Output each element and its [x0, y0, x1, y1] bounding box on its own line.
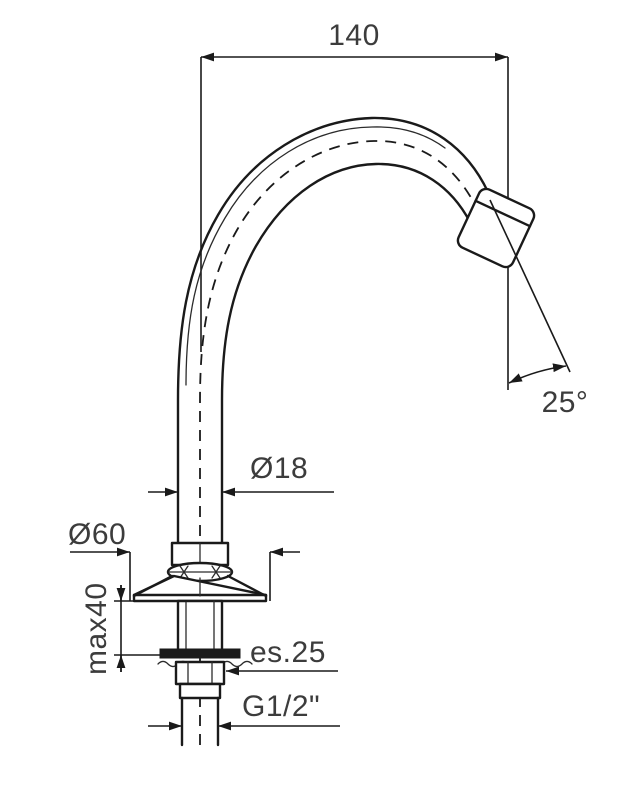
dimension-label-thread: G1/2" [242, 690, 320, 723]
ring-knurl-marks [179, 565, 221, 579]
dimension-shank-thickness: es.25 [226, 636, 338, 676]
lock-nut [174, 660, 226, 686]
dimension-outlet-angle: 25° [489, 199, 589, 419]
flat-washer [159, 648, 241, 659]
base-assembly [132, 541, 268, 747]
dimension-overall-reach: 140 [200, 19, 509, 390]
flange-right-slope [226, 574, 268, 598]
flange-left-slope [132, 574, 174, 598]
angle-arc-25 [508, 363, 567, 384]
dimension-label-d18: Ø18 [250, 452, 308, 485]
aerator-outlet [456, 187, 536, 269]
aerator-body [456, 187, 536, 269]
mounting-shank [176, 599, 224, 653]
dimension-thread-size: G1/2" [148, 690, 340, 731]
dimension-label-es25: es.25 [250, 636, 326, 669]
spout-centerline [199, 140, 498, 745]
spout-highlight-line [185, 126, 446, 386]
dimension-tube-diameter: Ø18 [148, 452, 334, 497]
aerator-collar-line [474, 199, 532, 228]
dimension-label-140: 140 [328, 19, 380, 52]
dimension-base-diameter: Ø60 [68, 518, 300, 601]
dimension-label-25deg: 25° [542, 386, 589, 419]
spout-outer-profile [176, 116, 490, 562]
dimension-label-max40: max40 [80, 582, 113, 675]
angle-leg-spout-axis [489, 199, 571, 373]
threaded-tail [178, 682, 222, 700]
spout-inner-profile [220, 162, 472, 562]
dimension-label-d60: Ø60 [68, 518, 126, 551]
spout-body [176, 116, 498, 745]
dimension-max-thickness: max40 [80, 582, 190, 675]
